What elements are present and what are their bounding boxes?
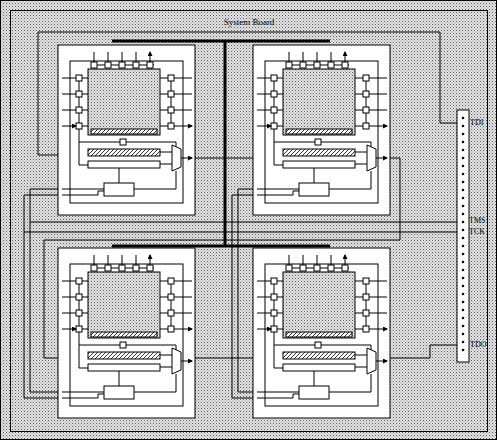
board-bus [224,41,227,246]
scan-chain-wire [195,358,253,359]
boundary-scan-chip [253,248,390,418]
boundary-scan-chip [58,45,195,215]
tms-wire [30,222,458,223]
tdo-wire [390,345,458,358]
tms-wire [30,222,62,392]
tck-wire [24,232,458,233]
signal-name: TDI [470,118,483,127]
signal-name: TMS [469,216,485,225]
signal-name: TDO [470,340,486,349]
boundary-scan-chip [58,248,195,418]
boundary-scan-chip [253,45,390,215]
board-outline: System Board [10,10,488,432]
board-bus [112,245,330,248]
tck-wire [24,232,62,398]
edge-connector [457,110,469,362]
connector-pins [462,117,465,352]
signal-name: TCK [469,227,485,236]
tms-wire [30,189,62,222]
board-title: System Board [11,17,487,27]
board-bus [112,40,330,43]
